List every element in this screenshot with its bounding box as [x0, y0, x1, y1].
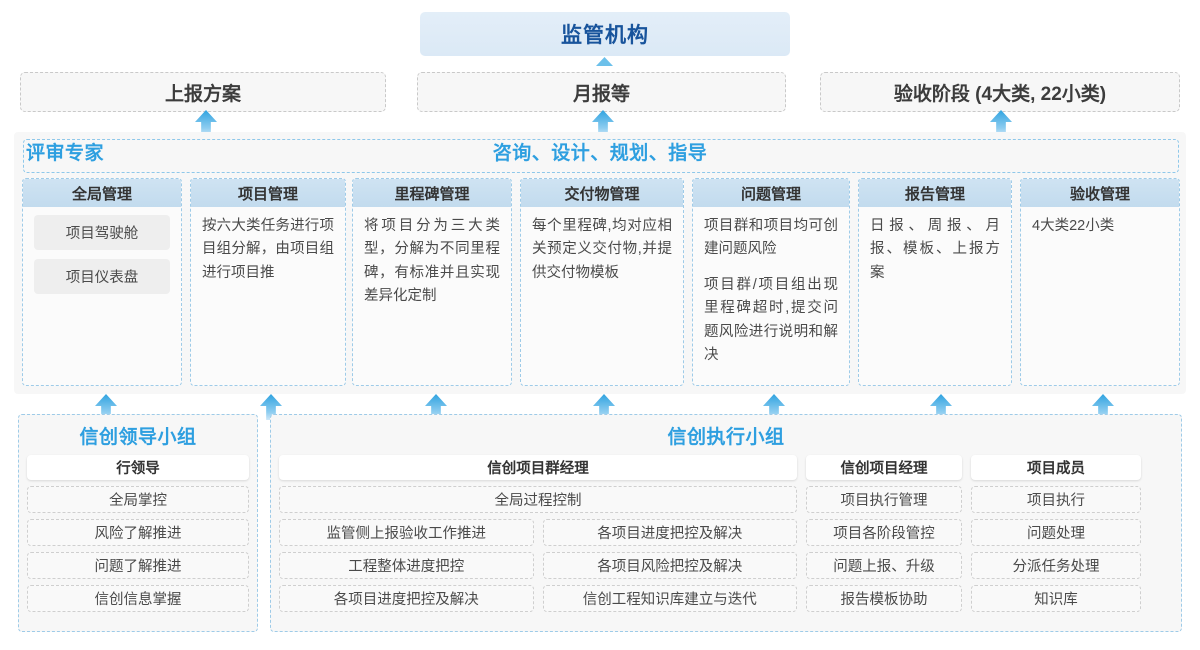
- capability-column-header: 报告管理: [859, 179, 1011, 207]
- org-duty-item[interactable]: 监管侧上报验收工作推进: [279, 519, 534, 546]
- org-duty-item[interactable]: 问题处理: [971, 519, 1141, 546]
- org-role-column[interactable]: 项目成员项目执行问题处理分派任务处理知识库: [971, 455, 1141, 612]
- org-duty-item[interactable]: 风险了解推进: [27, 519, 249, 546]
- capability-column-header: 交付物管理: [521, 179, 683, 207]
- org-role-row: 信创项目群经理全局过程控制监管侧上报验收工作推进工程整体进度把控各项目进度把控及…: [271, 449, 1181, 618]
- org-duty-item[interactable]: 项目各阶段管控: [806, 519, 962, 546]
- capability-column-header: 里程碑管理: [353, 179, 511, 207]
- capability-column-body: 项目群和项目均可创建问题风险项目群/项目组出现里程碑超时,提交问题风险进行说明和…: [693, 207, 849, 374]
- org-duty-item[interactable]: 信创信息掌握: [27, 585, 249, 612]
- org-role-name: 项目成员: [971, 455, 1141, 480]
- role-strip: [23, 139, 1179, 173]
- capability-column-body: 将项目分为三大类型，分解为不同里程碑，有标准并且实现差异化定制: [353, 207, 511, 315]
- org-role-name: 信创项目群经理: [279, 455, 797, 480]
- org-duty-item[interactable]: 各项目进度把控及解决: [279, 585, 534, 612]
- capability-column-header: 问题管理: [693, 179, 849, 207]
- org-duty-item[interactable]: 各项目风险把控及解决: [542, 552, 797, 579]
- org-role-column[interactable]: 行领导全局掌控风险了解推进问题了解推进信创信息掌握: [27, 455, 249, 612]
- capability-column[interactable]: 交付物管理每个里程碑,均对应相关预定义交付物,并提供交付物模板: [520, 178, 684, 386]
- capability-column[interactable]: 全局管理项目驾驶舱项目仪表盘: [22, 178, 182, 386]
- org-role-name: 信创项目经理: [806, 455, 962, 480]
- capability-text: 每个里程碑,均对应相关预定义交付物,并提供交付物模板: [532, 218, 672, 281]
- capability-column[interactable]: 报告管理日报、周报、月报、模板、上报方案: [858, 178, 1012, 386]
- capability-text: 4大类22小类: [1032, 218, 1115, 234]
- report-box-0: 上报方案: [20, 72, 386, 112]
- capability-column[interactable]: 里程碑管理将项目分为三大类型，分解为不同里程碑，有标准并且实现差异化定制: [352, 178, 512, 386]
- org-duty-item[interactable]: 项目执行管理: [806, 486, 962, 513]
- regulator-banner: 监管机构: [420, 12, 790, 56]
- capability-column-body: 日报、周报、月报、模板、上报方案: [859, 207, 1011, 291]
- capability-text: 将项目分为三大类型，分解为不同里程碑，有标准并且实现差异化定制: [364, 218, 500, 305]
- capability-column-header: 项目管理: [191, 179, 345, 207]
- org-group[interactable]: 信创执行小组信创项目群经理全局过程控制监管侧上报验收工作推进工程整体进度把控各项…: [270, 414, 1182, 632]
- capability-text: 按六大类任务进行项目组分解，由项目组进行项目推: [202, 218, 334, 281]
- org-group[interactable]: 信创领导小组行领导全局掌控风险了解推进问题了解推进信创信息掌握: [18, 414, 258, 632]
- capability-pill[interactable]: 项目仪表盘: [34, 259, 170, 294]
- org-role-row: 行领导全局掌控风险了解推进问题了解推进信创信息掌握: [19, 449, 257, 612]
- role-label-left: 评审专家: [26, 143, 105, 164]
- org-duty-item[interactable]: 问题了解推进: [27, 552, 249, 579]
- org-duty-item[interactable]: 工程整体进度把控: [279, 552, 534, 579]
- role-label-center: 咨询、设计、规划、指导: [492, 143, 708, 164]
- report-box-2: 验收阶段 (4大类, 22小类): [820, 72, 1180, 112]
- org-duty-item[interactable]: 信创工程知识库建立与迭代: [542, 585, 797, 612]
- org-duty-item[interactable]: 项目执行: [971, 486, 1141, 513]
- org-duty-item[interactable]: 全局过程控制: [279, 486, 797, 513]
- arrow-up-to-regulator-icon: [596, 57, 613, 66]
- org-duty-item[interactable]: 报告模板协助: [806, 585, 962, 612]
- capability-text: 日报、周报、月报、模板、上报方案: [870, 218, 1000, 281]
- capability-text: 项目群和项目均可创建问题风险: [704, 218, 838, 258]
- org-role-name: 行领导: [27, 455, 249, 480]
- capability-column-header: 全局管理: [23, 179, 181, 207]
- org-duty-pair-row: 监管侧上报验收工作推进工程整体进度把控各项目进度把控及解决各项目进度把控及解决各…: [279, 519, 797, 618]
- capability-pill[interactable]: 项目驾驶舱: [34, 215, 170, 250]
- capability-column[interactable]: 问题管理项目群和项目均可创建问题风险项目群/项目组出现里程碑超时,提交问题风险进…: [692, 178, 850, 386]
- capability-column-body: 4大类22小类: [1021, 207, 1179, 244]
- org-duty-item[interactable]: 知识库: [971, 585, 1141, 612]
- org-role-column[interactable]: 信创项目经理项目执行管理项目各阶段管控问题上报、升级报告模板协助: [806, 455, 962, 612]
- capability-column-header: 验收管理: [1021, 179, 1179, 207]
- capability-column-body: 项目驾驶舱项目仪表盘: [23, 207, 181, 309]
- org-group-title: 信创领导小组: [79, 427, 197, 448]
- report-box-1: 月报等: [417, 72, 786, 112]
- org-duty-item[interactable]: 全局掌控: [27, 486, 249, 513]
- capability-text: 项目群/项目组出现里程碑超时,提交问题风险进行说明和解决: [704, 276, 838, 364]
- capability-column[interactable]: 验收管理 4大类22小类: [1020, 178, 1180, 386]
- org-duty-subcolumn: 监管侧上报验收工作推进工程整体进度把控各项目进度把控及解决: [279, 519, 534, 612]
- capability-column-body: 按六大类任务进行项目组分解，由项目组进行项目推: [191, 207, 345, 291]
- org-group-title: 信创执行小组: [667, 427, 785, 448]
- capability-column-body: 每个里程碑,均对应相关预定义交付物,并提供交付物模板: [521, 207, 683, 291]
- org-role-column[interactable]: 信创项目群经理全局过程控制监管侧上报验收工作推进工程整体进度把控各项目进度把控及…: [279, 455, 797, 618]
- org-duty-item[interactable]: 问题上报、升级: [806, 552, 962, 579]
- org-duty-item[interactable]: 分派任务处理: [971, 552, 1141, 579]
- capability-column[interactable]: 项目管理按六大类任务进行项目组分解，由项目组进行项目推: [190, 178, 346, 386]
- org-duty-subcolumn: 各项目进度把控及解决各项目风险把控及解决信创工程知识库建立与迭代: [542, 519, 797, 618]
- org-duty-item[interactable]: 各项目进度把控及解决: [542, 519, 797, 546]
